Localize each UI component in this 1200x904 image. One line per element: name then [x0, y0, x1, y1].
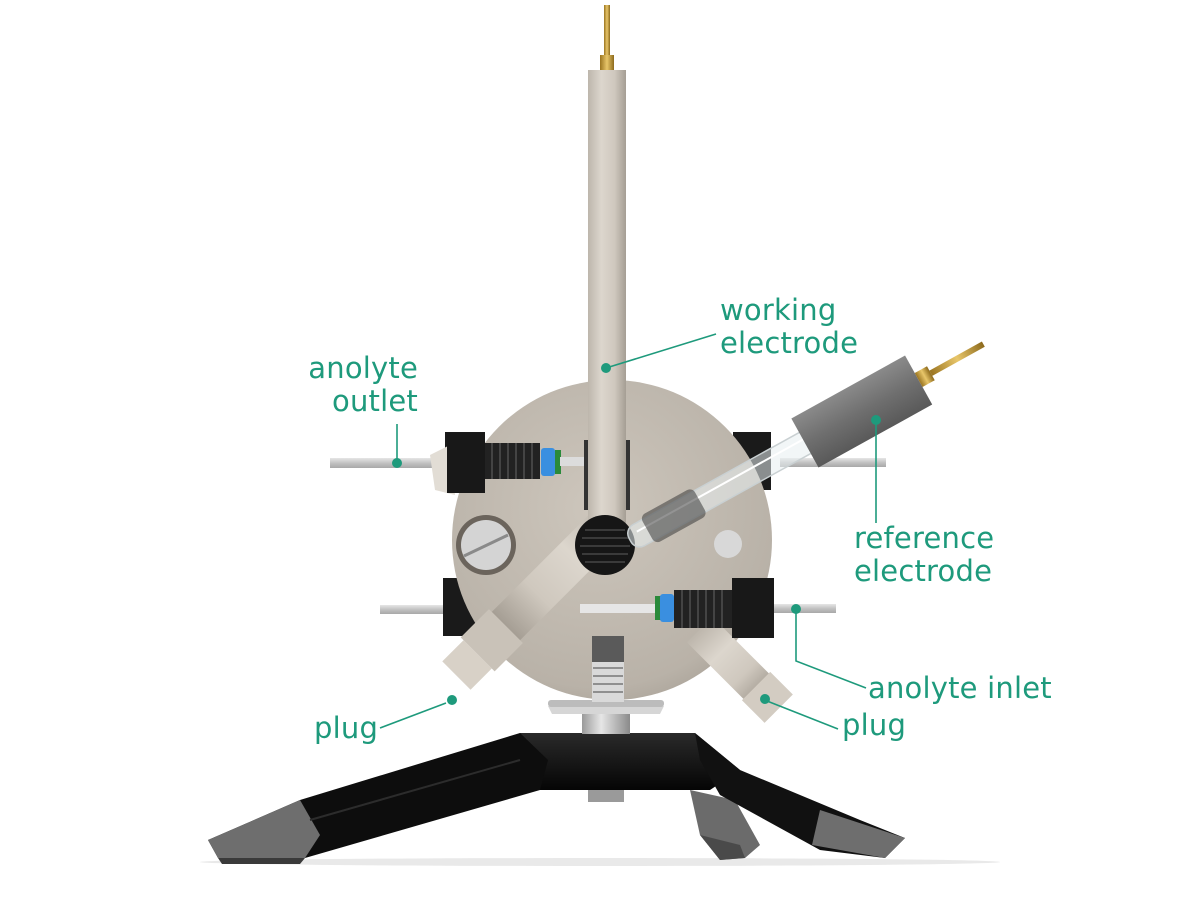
dot-reference-electrode — [871, 415, 881, 425]
callout-dots — [392, 363, 881, 705]
label-line: electrode — [720, 326, 859, 360]
leader-working-electrode — [605, 333, 717, 369]
outlet-fitting — [430, 433, 585, 495]
port-hole — [714, 530, 742, 558]
tripod-stand — [208, 700, 905, 864]
label-line: anolyte — [308, 351, 418, 385]
reference-electrode-assembly — [627, 341, 985, 548]
working-electrode-rod — [584, 5, 630, 530]
label-line: plug — [314, 711, 379, 745]
dot-plug-left — [447, 695, 457, 705]
label-anolyte-outlet: anolyte outlet — [300, 352, 418, 418]
label-plug-left: plug — [314, 712, 378, 745]
label-line: outlet — [332, 384, 418, 418]
dot-plug-right — [760, 694, 770, 704]
label-working-electrode: working electrode — [720, 294, 858, 360]
label-line: reference — [854, 521, 995, 555]
center-hub — [575, 515, 635, 575]
label-line: electrode — [854, 554, 993, 588]
label-line: plug — [842, 708, 907, 742]
callout-leaders — [379, 333, 877, 730]
ground-shadow — [200, 858, 1000, 866]
inlet-fitting — [580, 578, 774, 638]
dot-anolyte-outlet — [392, 458, 402, 468]
label-plug-right: plug — [842, 709, 906, 742]
label-line: anolyte inlet — [868, 671, 1052, 705]
label-reference-electrode: reference electrode — [854, 522, 994, 588]
mounting-screw — [456, 515, 516, 575]
leader-plug-right — [766, 700, 839, 730]
dot-anolyte-inlet — [791, 604, 801, 614]
leader-anolyte-inlet — [795, 609, 867, 689]
dot-working-electrode — [601, 363, 611, 373]
label-line: working — [720, 293, 837, 327]
leader-plug-left — [379, 702, 447, 729]
label-anolyte-inlet: anolyte inlet — [868, 672, 1052, 705]
